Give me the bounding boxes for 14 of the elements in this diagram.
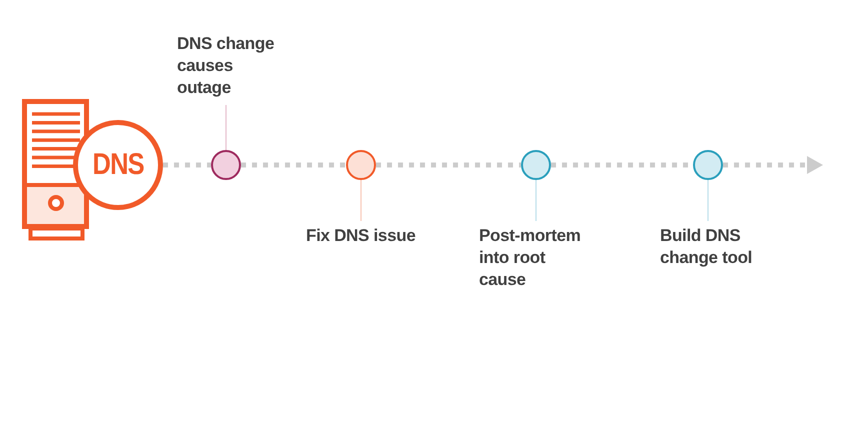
milestone-label: DNS change causes outage [177,33,289,99]
leader-line [360,180,362,222]
dotted-timeline-line [376,162,521,168]
milestone-label: Fix DNS issue [306,225,436,247]
dotted-timeline-line [723,156,823,174]
milestone-label: Post-mortem into root cause [479,225,591,291]
dotted-timeline-line [241,162,346,168]
timeline-marker [211,150,241,180]
dns-label: DNS [92,148,144,182]
timeline-marker [693,150,723,180]
timeline-marker [346,150,376,180]
milestone-label: Build DNS change tool [660,225,790,269]
timeline-marker [521,150,551,180]
dotted-timeline-line [163,162,211,168]
